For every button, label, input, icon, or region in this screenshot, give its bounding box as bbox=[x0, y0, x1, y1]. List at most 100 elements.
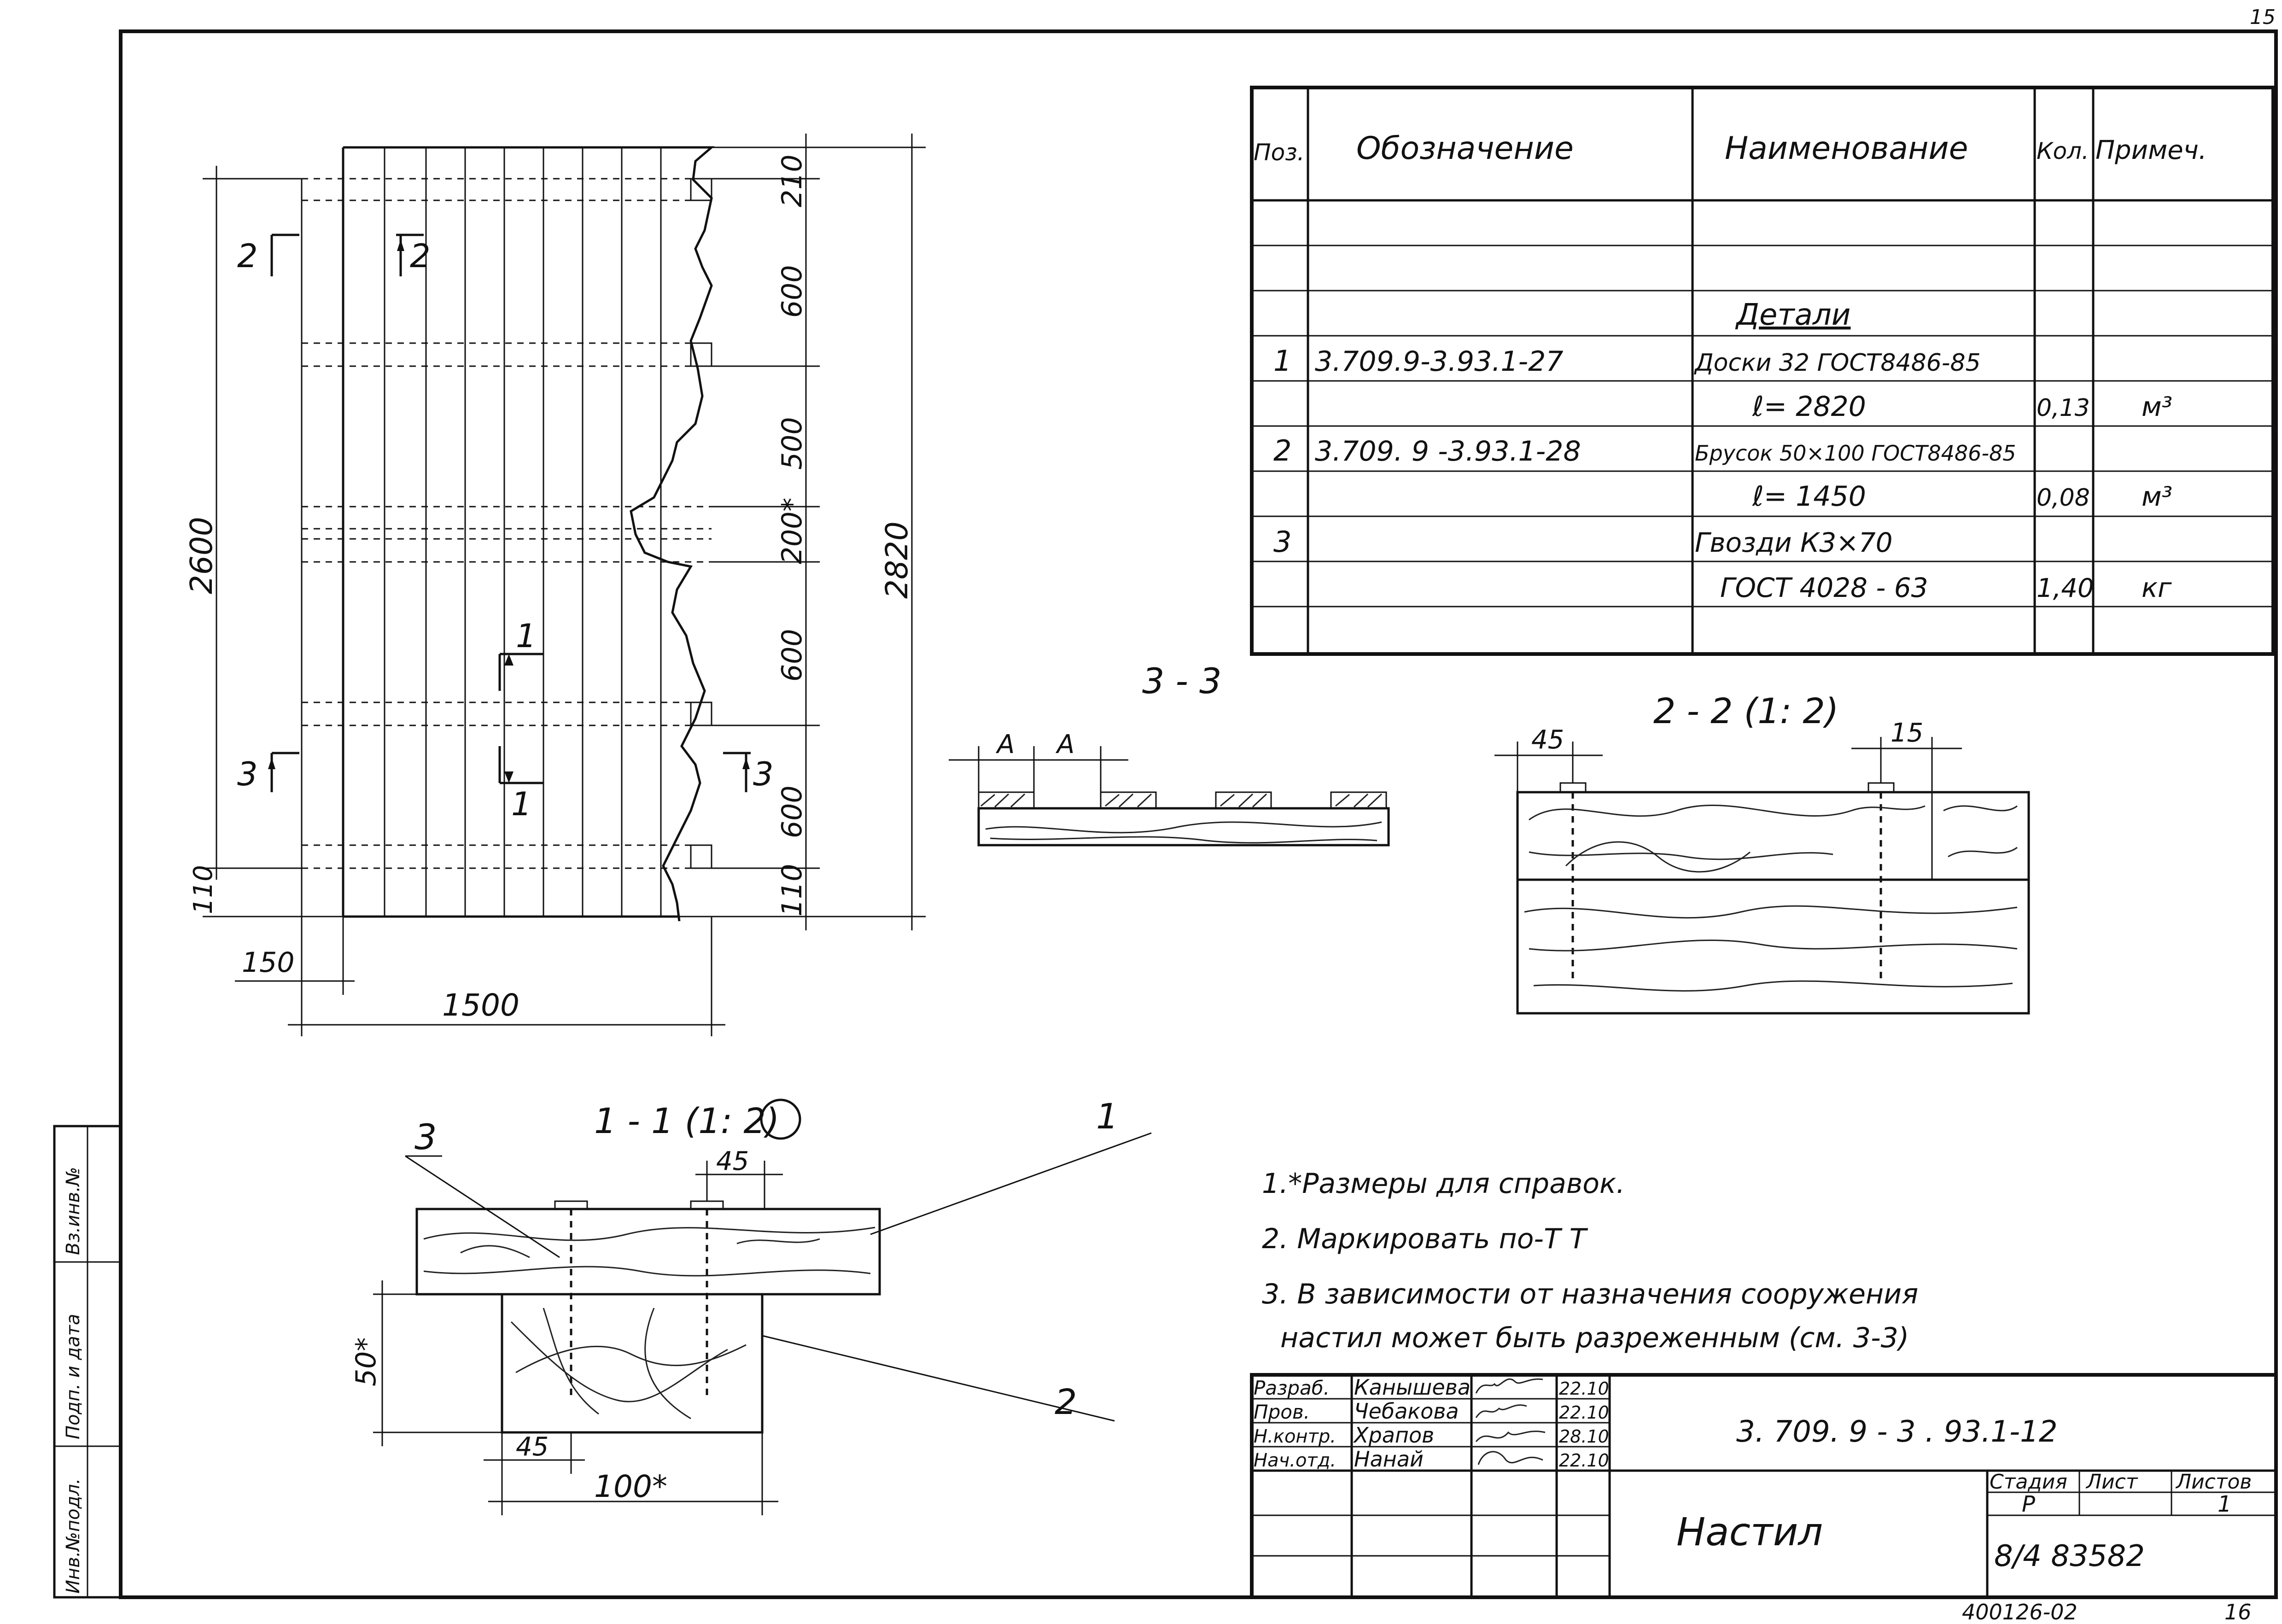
sheet-frame bbox=[119, 29, 2278, 1599]
section-1-1-dim-45-top: 45 bbox=[716, 1146, 749, 1176]
leader-3: 3 bbox=[414, 1116, 437, 1157]
spec-table: Поз. Обозначение Наименование Кол. Приме… bbox=[1250, 86, 2275, 656]
document-designation: 3. 709. 9 - 3 . 93.1-12 bbox=[1736, 1415, 2058, 1449]
notes: 1.*Размеры для справок. 2. Маркировать п… bbox=[1262, 1168, 1918, 1354]
row3b-note: кг bbox=[2142, 572, 2172, 603]
row1-name: Доски 32 ГОСТ8486-85 bbox=[1694, 349, 1981, 377]
dim-600-a: 600 bbox=[776, 265, 808, 318]
plan-battens bbox=[302, 178, 712, 869]
svg-text:1: 1 bbox=[511, 785, 532, 823]
name-developed: Канышева bbox=[1354, 1375, 1471, 1400]
section-mark-1-bottom: 1 bbox=[498, 746, 543, 823]
note-3-cont: настил может быть разреженным (см. 3-3) bbox=[1280, 1322, 1909, 1354]
document-title: Настил bbox=[1676, 1509, 1823, 1554]
row3b-qty: 1,40 bbox=[2037, 573, 2094, 603]
sheets-value: 1 bbox=[2218, 1491, 2232, 1517]
svg-text:2: 2 bbox=[410, 237, 431, 275]
stage-value: Р bbox=[2022, 1491, 2035, 1517]
stage-label: Стадия bbox=[1990, 1470, 2067, 1494]
signature-4 bbox=[1477, 1451, 1543, 1465]
section-2-2-dim-45: 45 bbox=[1531, 725, 1564, 755]
signature-2 bbox=[1475, 1404, 1527, 1418]
title-block: Разраб. Пров. Н.контр. Нач.отд. Канышева… bbox=[1250, 1373, 2278, 1599]
dim-600-c: 600 bbox=[776, 785, 808, 838]
note-3: 3. В зависимости от назначения сооружени… bbox=[1262, 1278, 1918, 1310]
section-3-3: 3 - 3 А А bbox=[949, 660, 1390, 847]
row3-name: Гвозди К3×70 bbox=[1695, 527, 1893, 558]
side-stamp-sign-date: Подп. и дата bbox=[63, 1314, 84, 1439]
leader-2: 2 bbox=[1055, 1381, 1077, 1422]
plan-dims-right: 210 600 500 200* 600 600 110 bbox=[679, 134, 820, 930]
side-stamp-inv-original: Инв.№подл. bbox=[63, 1478, 84, 1594]
role-norm-control: Н.контр. bbox=[1254, 1426, 1336, 1447]
name-checked: Чебакова bbox=[1354, 1399, 1459, 1424]
note-2: 2. Маркировать по-Т Т bbox=[1262, 1223, 1588, 1255]
section-2-2-title: 2 - 2 (1: 2) bbox=[1653, 690, 1838, 731]
section-mark-3-right: 3 bbox=[723, 752, 774, 793]
section-3-3-dim-a2: А bbox=[1056, 730, 1074, 759]
circle-mark bbox=[760, 1098, 801, 1140]
section-1-1-dim-45-bottom: 45 bbox=[516, 1432, 549, 1462]
dim-210: 210 bbox=[776, 154, 808, 207]
row2-name: Брусок 50×100 ГОСТ8486-85 bbox=[1695, 441, 2016, 466]
section-mark-3-left: 3 bbox=[237, 752, 299, 793]
section-2-2-dim-15: 15 bbox=[1891, 718, 1923, 748]
dim-1500: 1500 bbox=[442, 987, 519, 1023]
date-developed: 22.10 bbox=[1559, 1379, 1609, 1399]
role-checked: Пров. bbox=[1254, 1401, 1310, 1423]
th-note: Примеч. bbox=[2095, 135, 2207, 165]
date-checked: 22.10 bbox=[1559, 1402, 1609, 1423]
archive-code: 400126-02 bbox=[1962, 1600, 2078, 1624]
row3-pos: 3 bbox=[1273, 525, 1291, 559]
plan-dim-2600: 2600 110 bbox=[184, 166, 343, 917]
page-number-bottom: 16 bbox=[2224, 1600, 2252, 1624]
name-norm-control: Храпов bbox=[1353, 1423, 1434, 1448]
plan-view: 2 2 1 1 3 3 bbox=[184, 134, 926, 1036]
dim-110-right: 110 bbox=[776, 864, 808, 917]
row1-designation: 3.709.9-3.93.1-27 bbox=[1315, 345, 1564, 378]
leader-1: 1 bbox=[1096, 1096, 1118, 1137]
sheet-label: Лист bbox=[2085, 1470, 2138, 1494]
svg-text:3: 3 bbox=[237, 755, 258, 793]
side-stamp: Вз.инв.№ Подп. и дата Инв.№подл. bbox=[53, 1125, 122, 1599]
dim-200: 200* bbox=[776, 497, 808, 564]
signature-3 bbox=[1475, 1431, 1546, 1442]
section-1-1-title: 1 - 1 (1: 2) bbox=[594, 1100, 779, 1141]
row2b-qty: 0,08 bbox=[2037, 484, 2090, 512]
section-3-3-title: 3 - 3 bbox=[1142, 660, 1221, 701]
date-norm-control: 28.10 bbox=[1559, 1426, 1609, 1447]
section-2-2: 2 - 2 (1: 2) 45 15 bbox=[1494, 690, 2030, 1015]
role-head: Нач.отд. bbox=[1254, 1450, 1336, 1471]
signature-1 bbox=[1475, 1378, 1543, 1394]
th-designation: Обозначение bbox=[1356, 130, 1574, 167]
section-1-1-dim-50: 50* bbox=[350, 1338, 382, 1386]
sheets-label: Листов bbox=[2175, 1470, 2252, 1494]
section-mark-2-left: 2 bbox=[237, 234, 299, 276]
row3b-name: ГОСТ 4028 - 63 bbox=[1720, 572, 1928, 603]
org-code: 8/4 83582 bbox=[1994, 1539, 2145, 1573]
row2b-name: ℓ= 1450 bbox=[1752, 480, 1866, 513]
plan-dim-2820: 2820 bbox=[712, 134, 926, 930]
page-number-top: 15 bbox=[2250, 6, 2276, 29]
row2-pos: 2 bbox=[1273, 434, 1291, 467]
row1b-name: ℓ= 2820 bbox=[1752, 391, 1866, 423]
dim-500: 500 bbox=[776, 417, 808, 470]
section-mark-1-top: 1 bbox=[498, 617, 543, 691]
row2-designation: 3.709. 9 -3.93.1-28 bbox=[1315, 435, 1581, 467]
row1-pos: 1 bbox=[1273, 344, 1291, 378]
svg-text:2600: 2600 bbox=[184, 517, 219, 594]
date-head: 22.10 bbox=[1559, 1450, 1609, 1471]
svg-text:3: 3 bbox=[753, 755, 774, 793]
row-details-title: Детали bbox=[1735, 298, 1850, 332]
plan-dims-bottom: 150 1500 bbox=[235, 903, 725, 1036]
note-1: 1.*Размеры для справок. bbox=[1262, 1168, 1625, 1200]
section-3-3-dim-a1: А bbox=[996, 730, 1015, 759]
th-qty: Кол. bbox=[2037, 138, 2089, 164]
dim-600-b: 600 bbox=[776, 629, 808, 682]
name-head: Нанай bbox=[1354, 1447, 1424, 1472]
row2b-note: м³ bbox=[2142, 481, 2172, 512]
dim-150: 150 bbox=[242, 946, 295, 979]
section-mark-2-right: 2 bbox=[396, 234, 431, 276]
svg-text:1: 1 bbox=[516, 617, 537, 655]
